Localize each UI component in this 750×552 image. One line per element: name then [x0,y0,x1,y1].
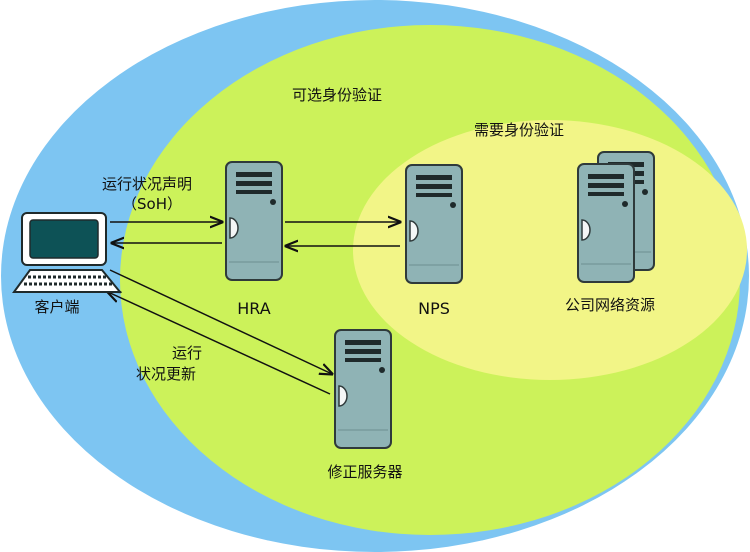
remediation-server-label: 修正服务器 [327,463,403,481]
required-auth-label: 需要身份验证 [474,121,565,139]
arrow-remediation-to-client [108,292,331,395]
update-label-line2: 状况更新 [136,365,197,383]
hra-server-icon [225,161,283,281]
soh-label-line2: （SoH） [122,195,182,213]
corporate-resources-label: 公司网络资源 [564,296,655,314]
hra-label: HRA [237,299,271,318]
nps-server-icon [405,164,463,284]
arrow-client-to-remediation [109,269,332,374]
remediation-server-icon [334,329,392,449]
server-stack-icon [577,151,655,283]
update-label-line1: 运行 [172,344,203,362]
client-label: 客户端 [34,298,80,316]
nps-label: NPS [418,299,450,318]
soh-label-line1: 运行状况声明 [102,175,193,193]
desktop-computer-icon [12,212,123,293]
optional-auth-label: 可选身份验证 [292,86,383,104]
